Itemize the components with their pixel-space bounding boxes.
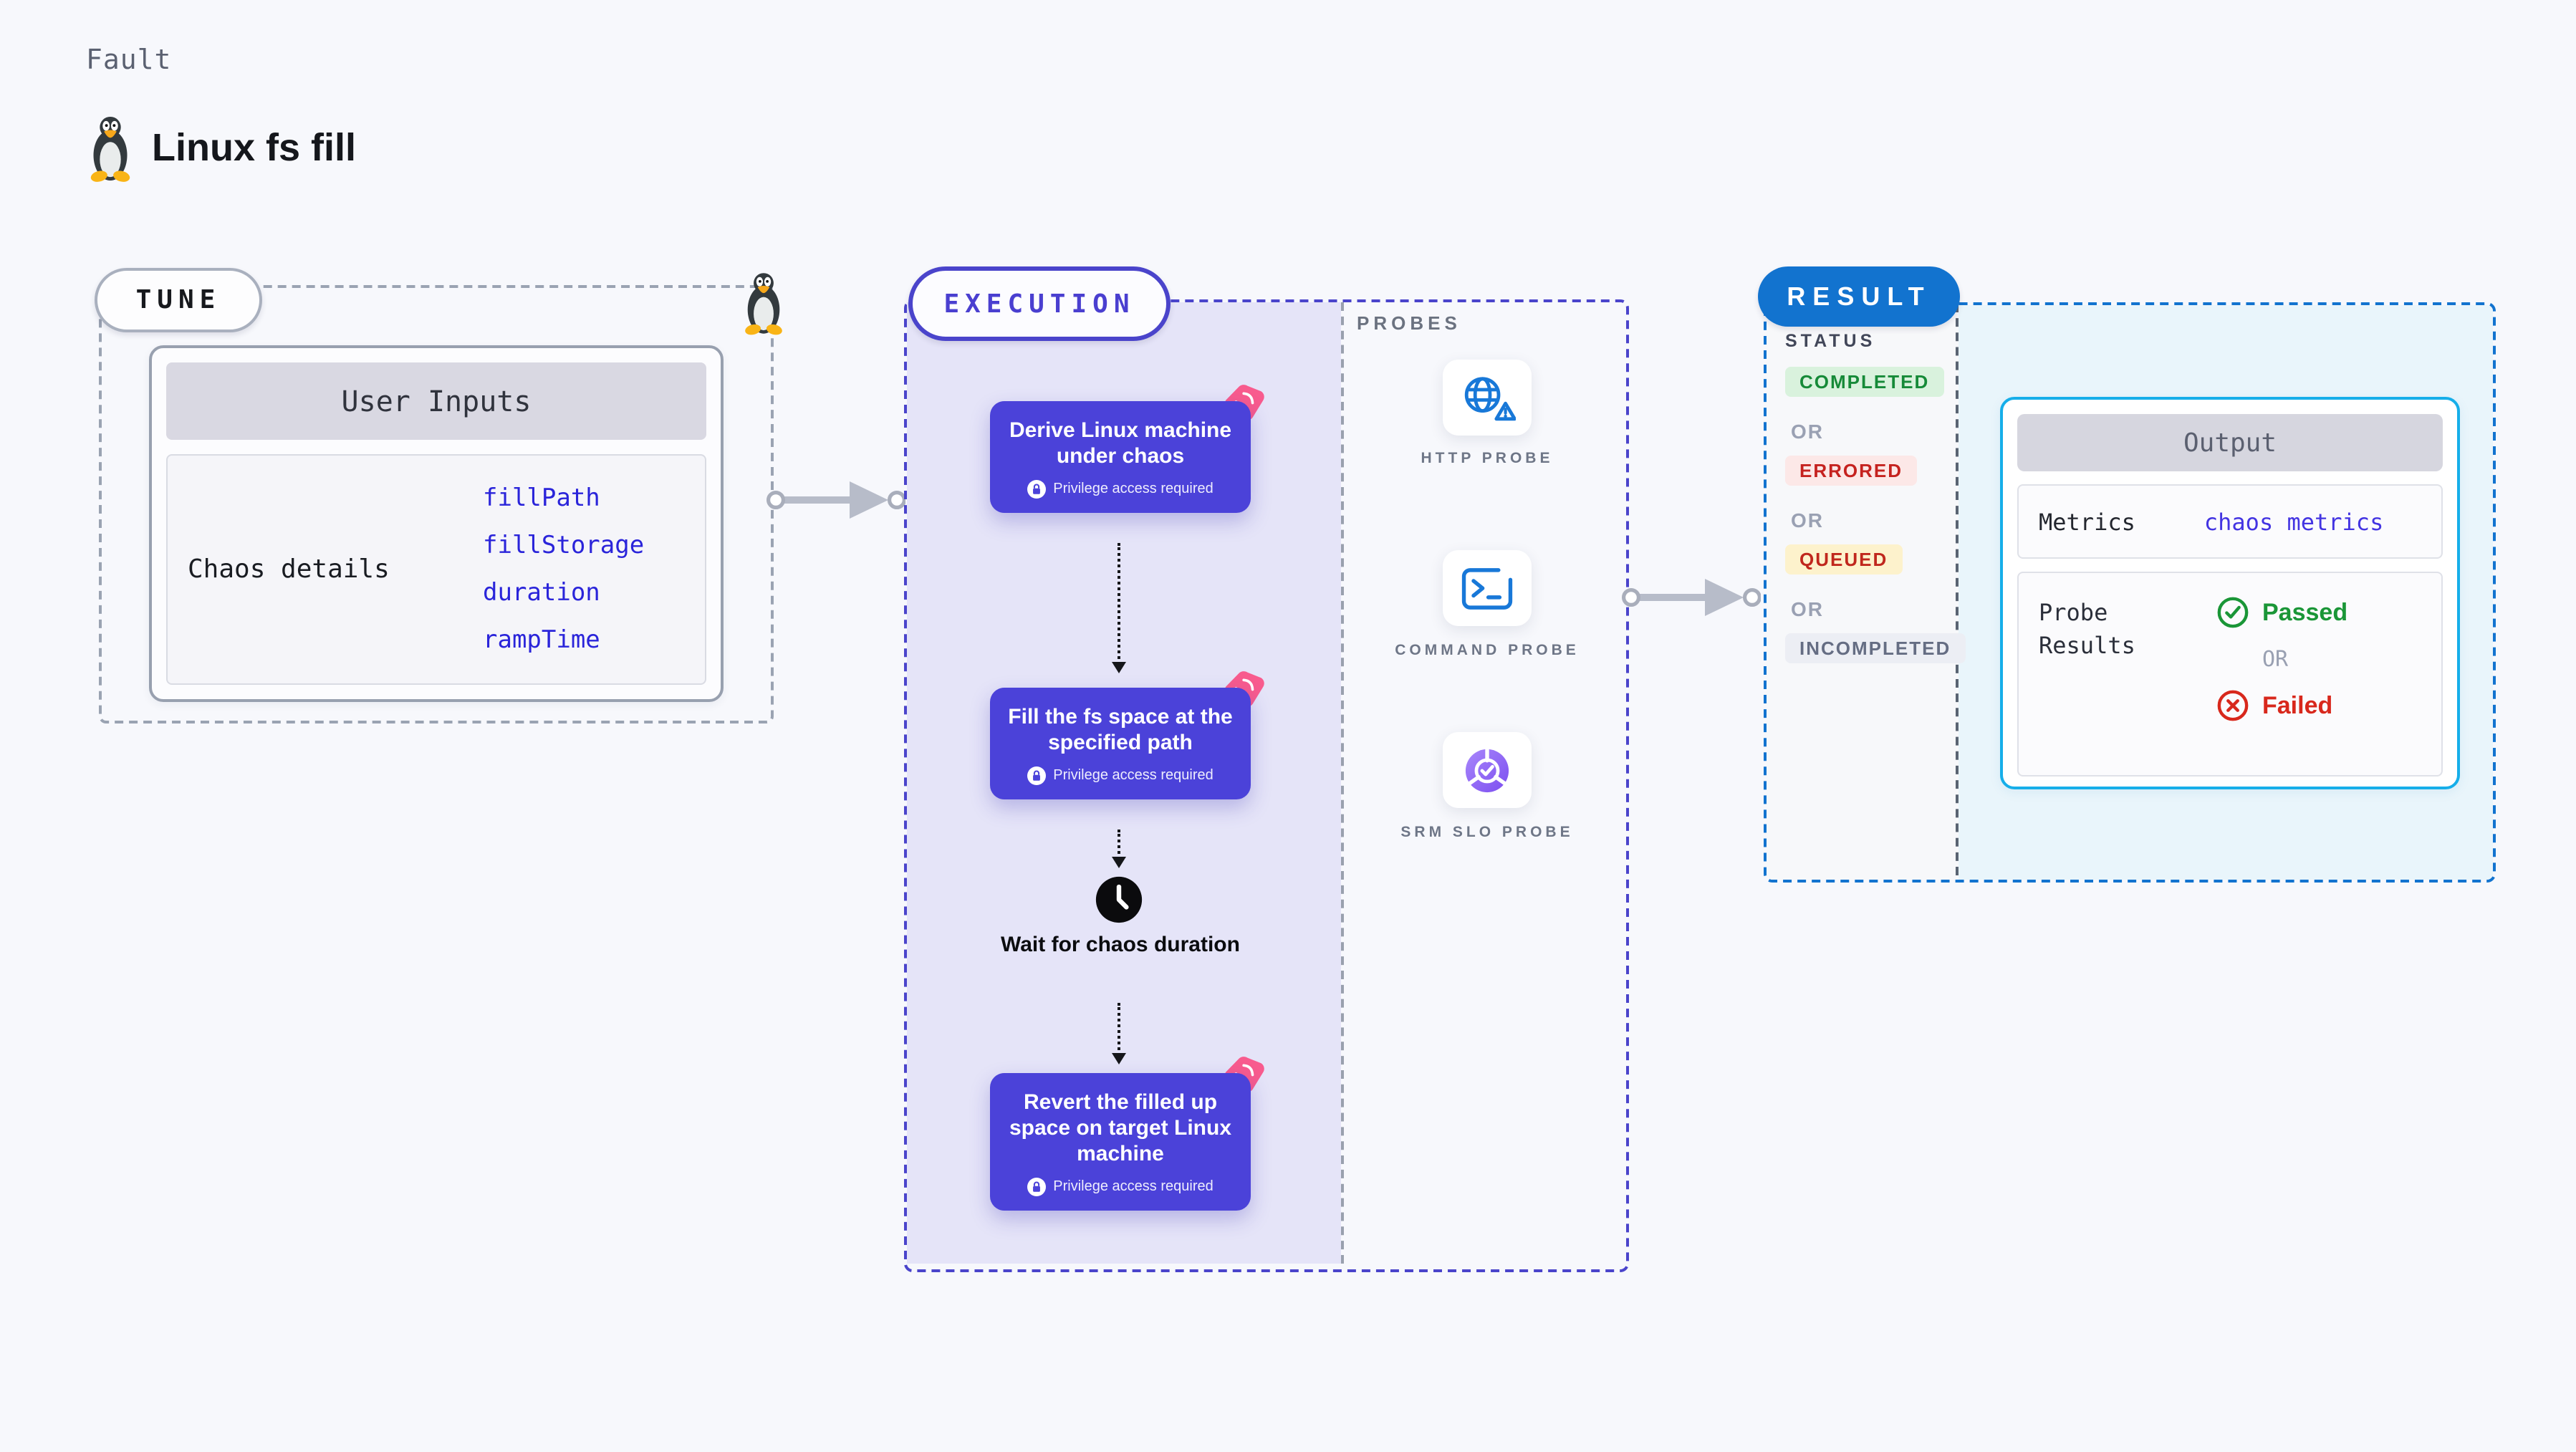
status-heading: STATUS — [1785, 331, 1876, 351]
probe-results-values: Passed OR Failed — [2216, 596, 2347, 752]
privilege-row: Privilege access required — [1004, 1178, 1236, 1196]
or-separator: OR — [1791, 597, 1824, 620]
step-title: Derive Linux machine under chaos — [1009, 418, 1232, 468]
param-link-fillstorage[interactable]: fillStorage — [483, 532, 645, 560]
probe-results-label: Probe Results — [2039, 599, 2135, 660]
probe-label-http: HTTP PROBE — [1421, 450, 1554, 467]
result-pill: RESULT — [1758, 266, 1960, 327]
status-badge-incompleted: INCOMPLETED — [1785, 633, 1966, 663]
slo-donut-icon — [1465, 746, 1509, 792]
result-divider — [1956, 304, 1959, 875]
output-header: Output — [2017, 414, 2443, 471]
lock-icon — [1027, 1178, 1047, 1196]
or-separator: OR — [1791, 420, 1824, 443]
failed-label: Failed — [2262, 691, 2333, 718]
execution-flow-area: Derive Linux machine under chaos Privile… — [907, 302, 1341, 1264]
probe-label-command: COMMAND PROBE — [1395, 642, 1580, 659]
probes-heading: PROBES — [1357, 312, 1461, 334]
metrics-label: Metrics — [2039, 508, 2135, 535]
execution-section-box — [904, 299, 1629, 1272]
step-title: Revert the filled up space on target Lin… — [1009, 1090, 1232, 1166]
globe-alert-icon — [1464, 376, 1516, 420]
privilege-label: Privilege access required — [1053, 1179, 1213, 1195]
param-link-fillpath[interactable]: fillPath — [483, 484, 600, 513]
chaos-details-label: Chaos details — [188, 554, 390, 585]
tune-pill: TUNE — [95, 268, 262, 332]
tux-penguin-icon-small — [745, 273, 782, 335]
step-arrow — [1111, 830, 1125, 868]
step-card-revert: Revert the filled up space on target Lin… — [990, 1057, 1264, 1211]
clock-icon — [1095, 876, 1143, 923]
passed-label: Passed — [2262, 598, 2348, 625]
lock-icon — [1027, 480, 1047, 499]
probe-card-command — [1443, 550, 1532, 626]
param-link-duration[interactable]: duration — [483, 579, 600, 607]
probe-card-srm — [1443, 732, 1532, 808]
output-card: Output Metrics chaos metrics Probe Resul… — [2000, 397, 2460, 789]
lock-icon — [1027, 766, 1047, 785]
or-separator: OR — [2262, 646, 2289, 672]
execution-pill: EXECUTION — [908, 266, 1171, 341]
user-inputs-header: User Inputs — [166, 362, 706, 440]
step-arrow — [1111, 543, 1125, 673]
probes-divider — [1341, 302, 1344, 1264]
flow-arrow-probes-result — [1622, 579, 1761, 616]
step-title: Fill the fs space at the specified path — [1008, 705, 1233, 755]
param-list: fillPath fillStorage duration rampTime — [483, 484, 644, 655]
metrics-link[interactable]: chaos metrics — [2203, 508, 2384, 535]
user-inputs-body: Chaos details fillPath fillStorage durat… — [166, 454, 706, 685]
privilege-label: Privilege access required — [1053, 481, 1213, 497]
tux-penguin-icon — [90, 116, 130, 182]
probe-card-http — [1443, 360, 1532, 436]
check-circle-icon — [2217, 597, 2249, 628]
step-card-derive: Derive Linux machine under chaos Privile… — [990, 385, 1264, 513]
status-badge-completed: COMPLETED — [1785, 367, 1944, 397]
page-title: Linux fs fill — [152, 126, 357, 169]
param-link-ramptime[interactable]: rampTime — [483, 626, 600, 655]
wait-label: Wait for chaos duration — [1001, 933, 1240, 957]
failed-row: Failed — [2216, 689, 2347, 722]
probe-label-srm: SRM SLO PROBE — [1400, 824, 1574, 841]
terminal-icon — [1461, 567, 1513, 609]
fault-eyebrow: Fault — [86, 44, 172, 76]
user-inputs-card: User Inputs Chaos details fillPath fillS… — [149, 345, 724, 702]
step-arrow — [1111, 1003, 1125, 1064]
privilege-label: Privilege access required — [1053, 768, 1213, 784]
step-card-fill: Fill the fs space at the specified path … — [990, 671, 1264, 799]
privilege-row: Privilege access required — [1004, 766, 1236, 785]
metrics-row: Metrics chaos metrics — [2017, 484, 2443, 559]
status-column-bg — [1767, 305, 1959, 880]
passed-row: Passed — [2216, 596, 2347, 629]
probe-results-row: Probe Results Passed OR Failed — [2017, 572, 2443, 777]
or-separator: OR — [1791, 509, 1824, 532]
status-badge-queued: QUEUED — [1785, 544, 1903, 574]
privilege-row: Privilege access required — [1004, 480, 1236, 499]
status-badge-errored: ERRORED — [1785, 456, 1918, 486]
flow-arrow-tune-execution — [766, 481, 905, 519]
x-circle-icon — [2217, 690, 2249, 721]
